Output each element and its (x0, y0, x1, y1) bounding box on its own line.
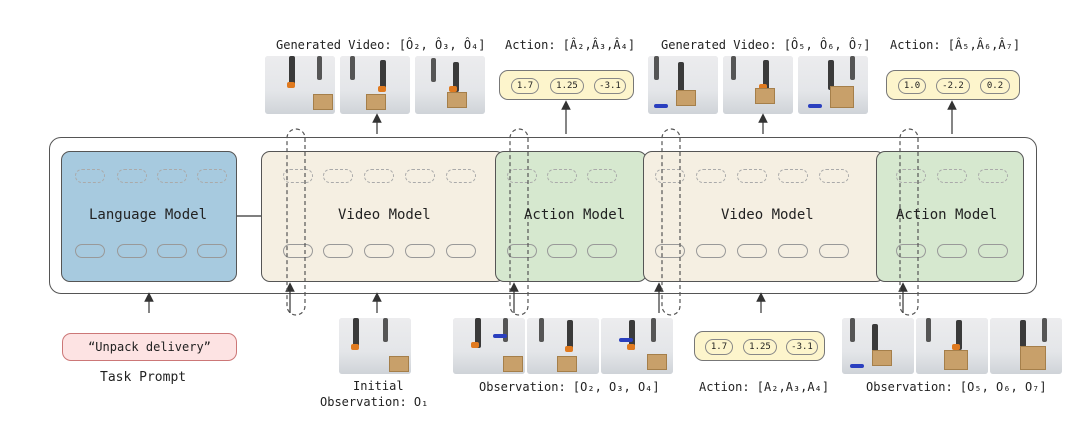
token (737, 169, 767, 183)
token (364, 244, 394, 258)
generated-frame (798, 56, 868, 114)
token (197, 169, 227, 183)
generated-frame (340, 56, 410, 114)
token (117, 169, 147, 183)
observation-caption-2: Observation: [O₅, O₆, O₇] (866, 380, 1047, 394)
token (937, 244, 967, 258)
token (364, 169, 394, 183)
action-value: 1.0 (898, 78, 926, 94)
action-value: 1.7 (705, 339, 733, 355)
video-model-label-overlay-1: Video Model (338, 207, 431, 223)
action-value: -3.1 (786, 339, 818, 355)
token (587, 244, 617, 258)
language-model-label-overlay: Language Model (89, 207, 208, 223)
token (507, 244, 537, 258)
token (778, 244, 808, 258)
token (507, 169, 537, 183)
token (283, 244, 313, 258)
action-value: 1.25 (550, 78, 584, 94)
token (197, 244, 227, 258)
action-value: 1.7 (511, 78, 539, 94)
initial-observation-label-1: Initial (353, 379, 404, 393)
token (446, 244, 476, 258)
video-model-block-1: Video Model (261, 151, 505, 282)
token (937, 169, 967, 183)
action-model-label-overlay-1: Action Model (524, 207, 626, 223)
token (157, 244, 187, 258)
token (655, 244, 685, 258)
token (323, 244, 353, 258)
token (283, 169, 313, 183)
observation-frame (601, 318, 673, 374)
action-model-label-overlay-2: Action Model (896, 207, 998, 223)
token (696, 244, 726, 258)
token (778, 169, 808, 183)
token (157, 169, 187, 183)
observation-caption-1: Observation: [O₂, O₃, O₄] (479, 380, 660, 394)
generated-frame (723, 56, 793, 114)
token (405, 244, 435, 258)
action-value: -3.1 (594, 78, 626, 94)
action-caption-top-1: Action: [Â₂,Â₃,Â₄] (505, 38, 636, 52)
task-prompt-label: Task Prompt (100, 370, 187, 385)
generated-frame (265, 56, 335, 114)
action-value: 0.2 (980, 78, 1010, 94)
observation-frame (842, 318, 914, 374)
token (978, 244, 1008, 258)
predicted-action-box-2: 1.0 -2.2 0.2 (886, 70, 1020, 100)
task-prompt-box: “Unpack delivery” (62, 333, 237, 361)
token (655, 169, 685, 183)
token (323, 169, 353, 183)
token (75, 169, 105, 183)
token (819, 244, 849, 258)
generated-frame (415, 56, 485, 114)
token (978, 169, 1008, 183)
action-value: 1.25 (743, 339, 777, 355)
video-model-label-overlay-2: Video Model (721, 207, 814, 223)
observation-frame (527, 318, 599, 374)
token (587, 169, 617, 183)
token (819, 169, 849, 183)
observation-frame (453, 318, 525, 374)
initial-observation-label-2: Observation: O₁ (320, 395, 429, 409)
token (737, 244, 767, 258)
token (117, 244, 147, 258)
token (696, 169, 726, 183)
token (547, 169, 577, 183)
observation-frame (990, 318, 1062, 374)
token (405, 169, 435, 183)
action-caption-top-2: Action: [Â₅,Â₆,Â₇] (890, 38, 1021, 52)
token (75, 244, 105, 258)
generated-frame (648, 56, 718, 114)
executed-action-box: 1.7 1.25 -3.1 (694, 331, 825, 361)
action-value: -2.2 (936, 78, 970, 94)
observation-frame (916, 318, 988, 374)
token (446, 169, 476, 183)
token (896, 244, 926, 258)
language-model-block: Language Model (61, 151, 237, 282)
action-caption-bottom: Action: [A₂,A₃,A₄] (699, 380, 830, 394)
generated-video-caption-1: Generated Video: [Ô₂, Ô₃, Ô₄] (276, 38, 486, 52)
predicted-action-box-1: 1.7 1.25 -3.1 (499, 70, 634, 100)
token (896, 169, 926, 183)
generated-video-caption-2: Generated Video: [Ô₅, Ô₆, Ô₇] (661, 38, 871, 52)
token (547, 244, 577, 258)
initial-observation-frame (339, 318, 411, 374)
